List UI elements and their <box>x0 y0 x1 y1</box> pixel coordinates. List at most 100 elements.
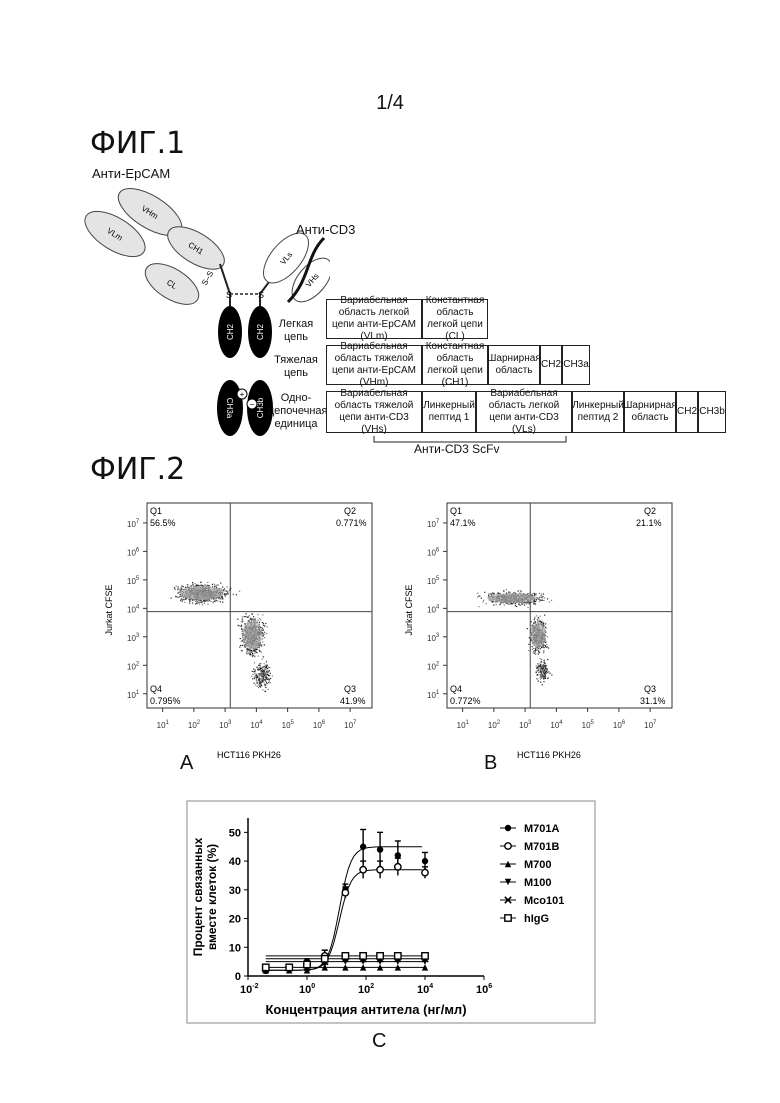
event-dot <box>253 668 254 669</box>
charge-minus-label: − <box>250 400 255 409</box>
legend-label: Mco101 <box>524 895 564 907</box>
event-dot <box>534 594 535 595</box>
event-dot <box>242 645 243 646</box>
event-dot <box>527 628 528 629</box>
event-dot <box>259 651 260 652</box>
event-dot <box>537 620 538 621</box>
event-dot <box>541 662 542 663</box>
event-dot <box>262 638 263 639</box>
flow-plot-b: 1011021031041051061071011021031041051061… <box>392 495 682 770</box>
event-dot <box>504 605 505 606</box>
x-tick-exponent: 5 <box>591 720 595 726</box>
event-dot <box>516 606 517 607</box>
event-dot <box>264 632 265 633</box>
event-dot <box>254 673 255 674</box>
event-dot <box>524 605 525 606</box>
y-tick-label: 106 <box>427 547 440 557</box>
event-dot <box>544 676 545 677</box>
x-tick-label: 102 <box>358 983 374 996</box>
event-dot <box>535 604 536 605</box>
event-dot <box>546 673 547 674</box>
event-dot <box>526 603 527 604</box>
x-tick-exponent: 1 <box>466 720 470 726</box>
event-dot <box>543 670 544 671</box>
flow-plot-frame <box>447 503 672 708</box>
event-dot <box>242 651 243 652</box>
event-dot <box>251 651 252 652</box>
legend-label: hIgG <box>524 913 549 925</box>
event-dot <box>208 600 209 601</box>
event-dot <box>189 603 190 604</box>
event-dot <box>179 590 180 591</box>
event-dot <box>268 678 269 679</box>
event-dot <box>176 585 177 586</box>
x-tick-label: 100 <box>299 983 315 996</box>
event-dot <box>530 654 531 655</box>
event-dot <box>252 671 253 672</box>
y-tick-label: 106 <box>127 547 140 557</box>
event-dot <box>259 650 260 651</box>
event-dot <box>257 668 258 669</box>
event-dot <box>185 598 186 599</box>
y-tick-exponent: 7 <box>436 519 440 525</box>
event-dot <box>254 656 255 657</box>
event-dot <box>478 595 479 596</box>
event-dot <box>503 591 504 592</box>
event-dot <box>531 621 532 622</box>
event-dot <box>541 647 542 648</box>
event-dot <box>262 679 263 680</box>
event-dot <box>265 681 266 682</box>
event-dot <box>265 667 266 668</box>
panel-a-label: A <box>180 752 193 775</box>
event-dot <box>181 589 182 590</box>
event-dot <box>533 602 534 603</box>
event-dot <box>538 681 539 682</box>
event-dot <box>212 602 213 603</box>
x-tick-exponent: 3 <box>528 720 532 726</box>
event-dot <box>534 653 535 654</box>
event-dot <box>260 619 261 620</box>
event-dot <box>537 663 538 664</box>
page-number: 1/4 <box>0 92 780 115</box>
data-point-M701A <box>422 858 428 864</box>
event-dot <box>548 647 549 648</box>
event-dot <box>230 589 231 590</box>
event-dot <box>512 603 513 604</box>
ch3a-label: CH3a <box>225 398 234 419</box>
event-dot <box>180 600 181 601</box>
chart-x-axis-label: Концентрация антитела (нг/мл) <box>265 1002 466 1017</box>
event-dot <box>260 668 261 669</box>
event-dot <box>262 622 263 623</box>
event-dot <box>185 587 186 588</box>
event-dot <box>539 652 540 653</box>
event-dot <box>203 600 204 601</box>
x-tick-exponent: 0 <box>311 983 315 990</box>
data-point-M701B <box>342 889 348 895</box>
density-core <box>180 586 224 600</box>
data-point-M701B <box>377 867 383 873</box>
event-dot <box>221 597 222 598</box>
x-tick-label: 106 <box>476 983 492 996</box>
event-dot <box>264 679 265 680</box>
event-dot <box>255 670 256 671</box>
event-dot <box>488 593 489 594</box>
event-dot <box>244 616 245 617</box>
single-chain-cell: CH2 <box>676 391 698 433</box>
event-dot <box>268 667 269 668</box>
event-dot <box>239 646 240 647</box>
y-tick-exponent: 7 <box>136 519 140 525</box>
y-tick-label: 102 <box>127 661 140 671</box>
y-tick-label: 104 <box>127 604 140 614</box>
event-dot <box>260 673 261 674</box>
event-dot <box>224 594 225 595</box>
x-tick-label: 104 <box>417 983 433 996</box>
q1-name: Q1 <box>150 506 162 516</box>
event-dot <box>255 620 256 621</box>
x-tick-label: 103 <box>219 720 232 730</box>
event-dot <box>537 619 538 620</box>
light-heavy-disulfide: S–S <box>200 269 215 287</box>
event-dot <box>543 678 544 679</box>
data-point-hIgG <box>360 953 366 959</box>
event-dot <box>482 601 483 602</box>
event-dot <box>254 678 255 679</box>
